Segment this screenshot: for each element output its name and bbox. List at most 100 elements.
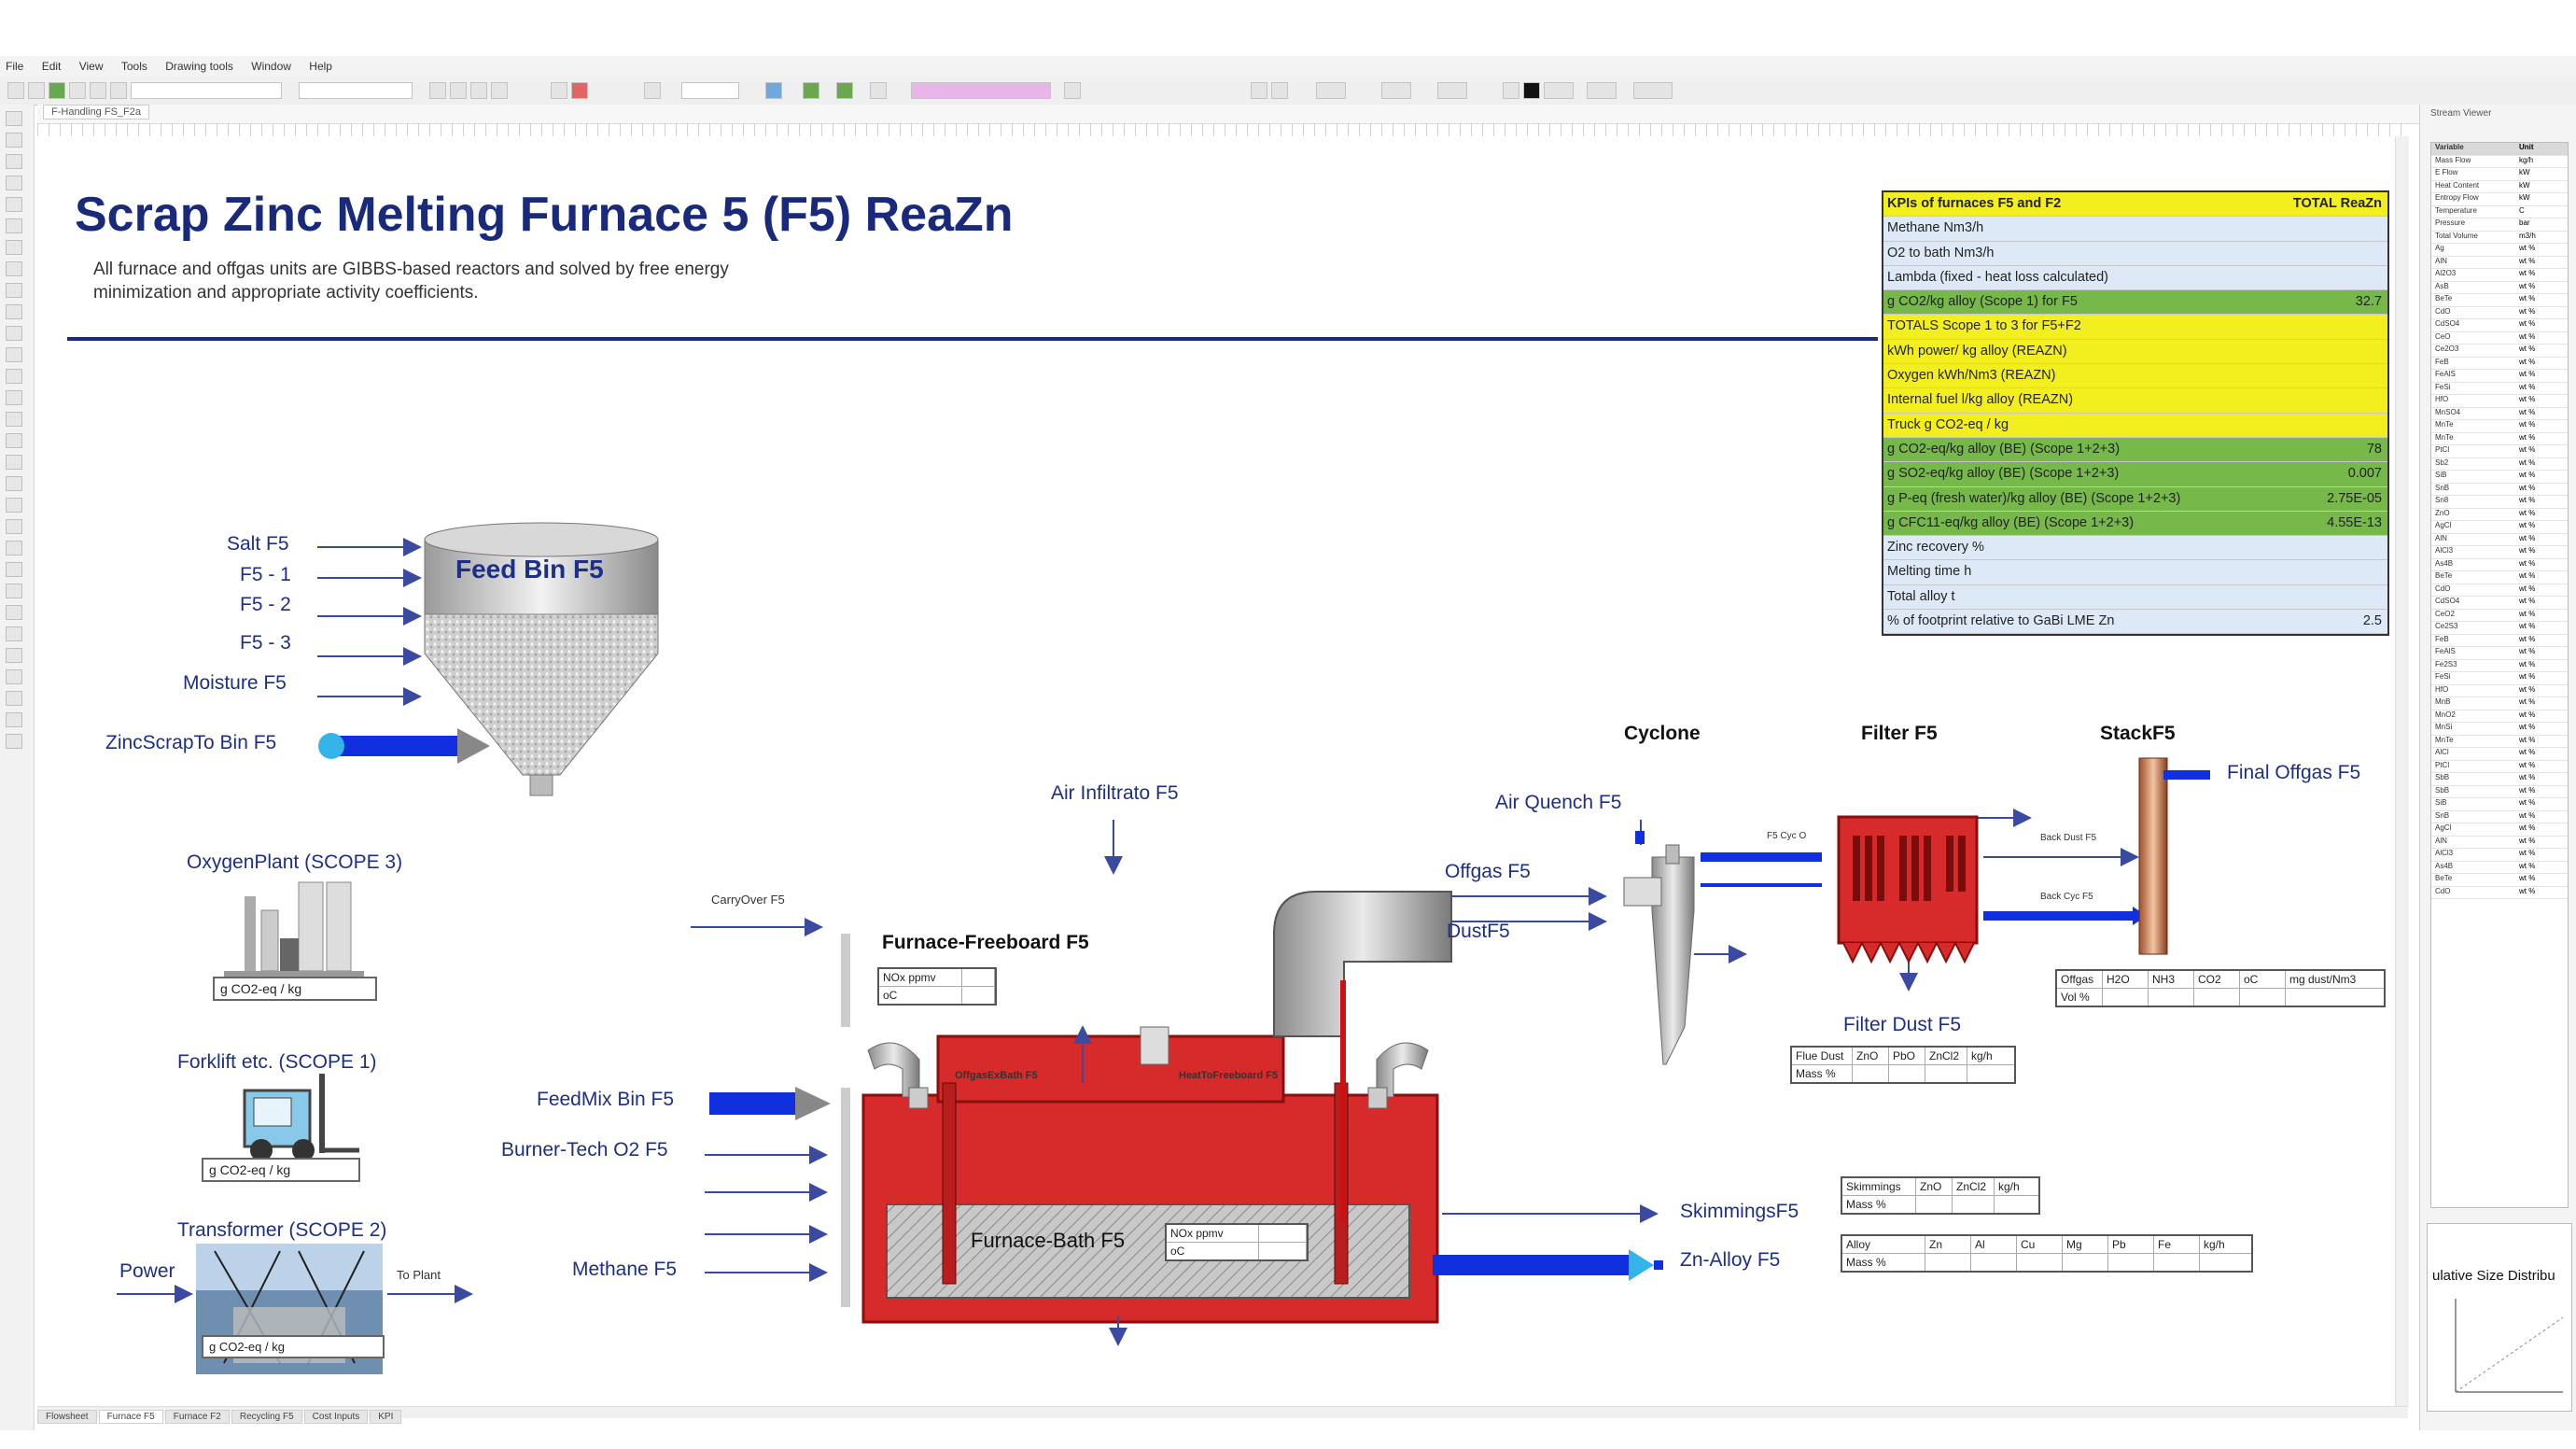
note-tool-icon[interactable] [6,648,22,663]
column-tool-icon[interactable] [6,390,22,405]
heat-tool-icon[interactable] [6,326,22,341]
select-tool-icon[interactable] [6,111,22,126]
script-tool-icon[interactable] [6,691,22,706]
bath-nox-box[interactable]: NOx ppmv oC [1165,1223,1309,1261]
arrow-up-icon[interactable] [1251,82,1267,99]
filter-tool-icon[interactable] [6,412,22,427]
group-icon[interactable] [1381,82,1411,99]
pointer-icon[interactable] [644,82,661,99]
stack[interactable] [2138,757,2168,955]
horizontal-scrollbar[interactable] [37,1406,2408,1418]
size-select[interactable] [299,82,413,99]
sheet-tab[interactable]: Recycling F5 [231,1410,302,1424]
document-tab[interactable]: F-Handling FS_F2a [43,105,149,120]
cyclone-outlet-stream[interactable] [1701,852,1822,862]
unit-tool-icon[interactable] [6,240,22,255]
zoom-select[interactable] [681,82,739,99]
oxygen-co2-field[interactable]: g CO2-eq / kg [213,977,377,1001]
zoom-tool-icon[interactable] [6,584,22,598]
stop-icon[interactable] [571,82,588,99]
calc-tool-icon[interactable] [6,669,22,684]
kpi-row[interactable]: Total alloy t [1883,584,2387,611]
kpi-row[interactable]: Internal fuel l/kg alloy (REAZN) [1883,388,2387,414]
kpi-row[interactable]: g CO2-eq/kg alloy (BE) (Scope 1+2+3)78 [1883,437,2387,463]
oxygen-plant-icon[interactable] [224,881,364,980]
cyclone-tool-icon[interactable] [6,433,22,448]
kpi-row[interactable]: O2 to bath Nm3/h [1883,241,2387,266]
grid-icon[interactable] [491,82,508,99]
chart-tool-icon[interactable] [6,498,22,513]
text-tool-icon[interactable] [6,197,22,212]
ellipse-tool-icon[interactable] [6,176,22,190]
kpi-row[interactable]: g SO2-eq/kg alloy (BE) (Scope 1+2+3)0.00… [1883,462,2387,487]
tank-tool-icon[interactable] [6,455,22,470]
kpi-row[interactable]: g CFC11-eq/kg alloy (BE) (Scope 1+2+3)4.… [1883,511,2387,537]
macro-tool-icon[interactable] [6,712,22,727]
size-distribution-chart[interactable] [2427,1223,2572,1412]
arrow-style-icon[interactable] [1587,82,1617,99]
group-tool-icon[interactable] [6,562,22,577]
save-icon[interactable] [49,82,65,99]
pump-tool-icon[interactable] [6,347,22,362]
kpi-row[interactable]: kWh power/ kg alloy (REAZN) [1883,339,2387,365]
cyclone-dust-stream[interactable] [1701,883,1822,887]
forklift-co2-field[interactable]: g CO2-eq / kg [202,1158,360,1182]
oc-value[interactable] [1259,1243,1307,1259]
feedmix-stream-arrow[interactable] [709,1087,831,1120]
final-offgas-stream[interactable] [2163,770,2210,780]
oc-value[interactable] [962,987,995,1004]
layer-icon[interactable] [1316,82,1346,99]
kpi-row[interactable]: Melting time h [1883,560,2387,585]
sheet-tab[interactable]: Cost Inputs [303,1410,369,1424]
reactor-tool-icon[interactable] [6,304,22,319]
print-icon[interactable] [69,82,86,99]
valve-tool-icon[interactable] [6,369,22,384]
kpi-table[interactable]: KPIs of furnaces F5 and F2 TOTAL ReaZn M… [1882,190,2389,637]
menu-tools[interactable]: Tools [120,60,147,73]
mixer-tool-icon[interactable] [6,261,22,276]
kpi-row[interactable]: Zinc recovery % [1883,536,2387,561]
sheet-tab[interactable]: Furnace F5 [98,1410,163,1424]
nox-value[interactable] [962,969,995,986]
menu-help[interactable]: Help [309,60,332,73]
menu-view[interactable]: View [78,60,104,73]
line-style-icon[interactable] [1544,82,1574,99]
table-tool-icon[interactable] [6,476,22,491]
offgas-duct[interactable] [1273,891,1452,1223]
sheet-tab[interactable]: Furnace F2 [164,1410,230,1424]
freeboard-nox-box[interactable]: NOx ppmv oC [877,967,997,1006]
